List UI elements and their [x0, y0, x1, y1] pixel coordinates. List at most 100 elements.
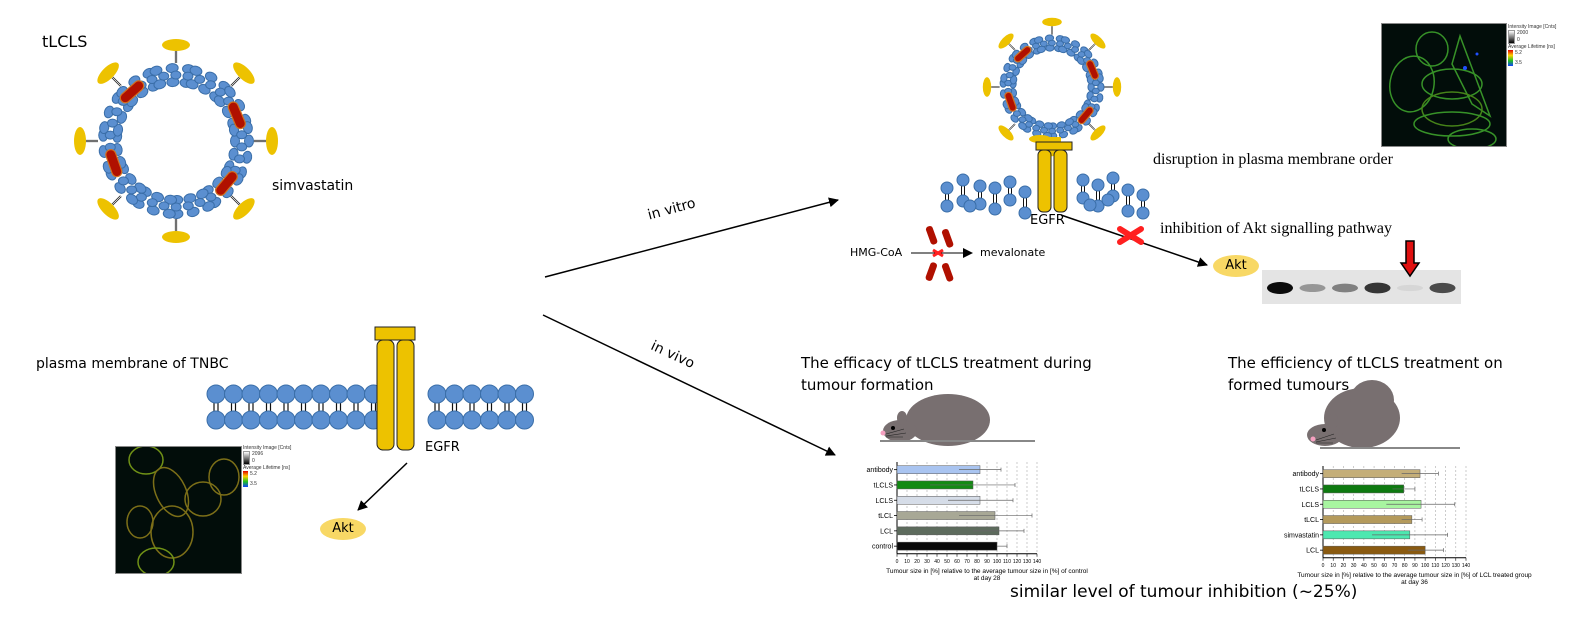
- x-tick-label: 60: [954, 559, 960, 565]
- red-down-arrow-icon: [1399, 240, 1421, 278]
- antibody-icon: [982, 77, 992, 97]
- simvastatin-molecule-icon: [227, 101, 246, 130]
- in-vivo-arrow: [542, 314, 836, 456]
- blot-band: [1364, 282, 1391, 294]
- lipid-head-icon: [294, 410, 313, 430]
- antibody-icon: [97, 198, 119, 220]
- y-tick-label: antibody: [1293, 471, 1320, 478]
- lifetime-legend-label: Average Lifetime [ns]: [243, 465, 290, 471]
- x-tick-label: 80: [974, 559, 980, 565]
- lipid-head-icon: [988, 181, 1002, 195]
- x-tick-label: 90: [1412, 563, 1418, 569]
- x-axis-label: Tumour size in [%] relative to the avera…: [1297, 572, 1532, 579]
- egfr-label-right: EGFR: [1030, 213, 1065, 228]
- lipid-head-icon: [497, 410, 517, 430]
- lipid-head-icon: [480, 384, 499, 404]
- lipid-head-icon: [445, 410, 464, 430]
- lipid-head-icon: [346, 410, 366, 430]
- x-tick-label: 40: [934, 559, 940, 565]
- egfr-receptor-icon: [374, 326, 416, 451]
- inhibition-cross-icon: [1117, 226, 1144, 245]
- lipid-head-icon: [1018, 206, 1032, 220]
- x-tick-label: 140: [1462, 563, 1471, 569]
- lifetime-scale-bar: [1508, 50, 1513, 66]
- x-tick-label: 40: [1361, 563, 1367, 569]
- lipid-head-icon: [276, 384, 296, 404]
- lipid-head-icon: [1121, 183, 1135, 197]
- bar: [1322, 515, 1413, 524]
- lipid-head-icon: [1018, 185, 1032, 199]
- efficiency-title-line1: The efficiency of tLCLS treatment on: [1228, 354, 1503, 372]
- lipid-head-icon: [1101, 193, 1115, 207]
- blot-band: [1332, 283, 1358, 293]
- x-tick-label: 130: [1452, 563, 1461, 569]
- y-tick-label: antibody: [867, 467, 894, 474]
- x-tick-label: 60: [1382, 563, 1388, 569]
- lipid-head-icon: [462, 410, 482, 430]
- lipid-head-icon: [329, 384, 348, 404]
- x-tick-label: 140: [1033, 559, 1042, 565]
- flim-micrograph-control: [115, 445, 242, 577]
- x-tick-label: 30: [1351, 563, 1357, 569]
- simvastatin-molecule-icon: [1013, 45, 1032, 63]
- x-tick-label: 50: [944, 559, 950, 565]
- simvastatin-molecule-icon: [105, 149, 123, 178]
- x-tick-label: 0: [1322, 563, 1325, 569]
- x-tick-label: 50: [1371, 563, 1377, 569]
- efficiency-title-line2: formed tumours: [1228, 376, 1350, 394]
- intensity-scale-bar: [1508, 30, 1515, 44]
- intensity-max: 2096: [252, 451, 264, 457]
- y-tick-label: tLCL: [878, 513, 893, 520]
- antibody-icon: [162, 39, 190, 51]
- lipid-head-icon: [329, 410, 348, 430]
- tlcls-liposome-icon: [74, 39, 278, 243]
- lipid-head-icon: [1136, 188, 1150, 202]
- simvastatin-molecules-icon: [925, 226, 954, 282]
- lifetime-max: 5.2: [250, 471, 257, 477]
- x-axis-label: Tumour size in [%] relative to the avera…: [886, 568, 1088, 575]
- tlcls-label: tLCLS: [42, 32, 88, 51]
- intensity-legend-label: Intensity Image [Cnts]: [1508, 24, 1557, 30]
- lipid-head-icon: [1136, 206, 1150, 220]
- antibody-icon: [998, 33, 1014, 49]
- tlcls-liposome-egfr-bound-icon: [982, 17, 1122, 157]
- lipid-head-icon: [963, 199, 977, 213]
- lifetime-max: 5.2: [1515, 50, 1522, 56]
- x-tick-label: 120: [1013, 559, 1022, 565]
- lipid-head-icon: [1003, 175, 1017, 189]
- y-tick-label: LCLS: [1301, 502, 1319, 509]
- intensity-legend-label: Intensity Image [Cnts]: [243, 445, 292, 451]
- x-tick-label: 70: [964, 559, 970, 565]
- in-vitro-arrow: [544, 197, 839, 278]
- hmg-coa-label: HMG-CoA: [850, 246, 903, 259]
- antibody-icon: [1090, 125, 1106, 141]
- lipid-head-icon: [940, 181, 954, 195]
- egfr-to-akt-arrow: [357, 462, 408, 511]
- x-tick-label: 10: [1330, 563, 1336, 569]
- antibody-icon: [1112, 77, 1122, 97]
- mouse-icon-right: [1307, 380, 1460, 449]
- x-tick-label: 0: [896, 559, 899, 565]
- y-tick-label: tLCLS: [874, 482, 894, 489]
- antibody-icon: [1042, 17, 1062, 27]
- intensity-scale-bar: [243, 451, 250, 465]
- lipid-head-icon: [988, 202, 1002, 216]
- lipid-head-icon: [206, 384, 226, 404]
- x-tick-label: 70: [1392, 563, 1398, 569]
- lipid-head-icon: [311, 410, 331, 430]
- lipid-head-icon: [497, 384, 517, 404]
- bar: [1322, 484, 1404, 494]
- egfr-receptor-bound-icon: [1029, 135, 1073, 213]
- lipid-head-icon: [1076, 173, 1090, 187]
- x-tick-label: 10: [904, 559, 910, 565]
- simvastatin-molecule-icon: [1004, 91, 1017, 112]
- lifetime-legend-label: Average Lifetime [ns]: [1508, 44, 1555, 50]
- lipid-head-icon: [346, 384, 366, 404]
- lipid-head-icon: [445, 384, 464, 404]
- y-tick-label: tLCL: [1304, 517, 1319, 524]
- simvastatin-molecule-icon: [119, 80, 145, 104]
- simvastatin-molecule-icon: [1085, 59, 1100, 80]
